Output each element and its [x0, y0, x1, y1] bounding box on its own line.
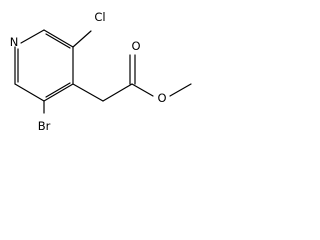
pyridine-ring [14, 29, 74, 102]
bond-c4-ch2 [72, 83, 104, 102]
chemical-structure: N Cl Br O O [10, 10, 192, 133]
atom-label-br: Br [38, 119, 51, 133]
bond-ch2-carbonyl [102, 83, 133, 102]
bond-c2-c3 [14, 83, 45, 102]
atom-label-o-ester: O [157, 91, 166, 105]
bond-carbonyl-o-ester [131, 83, 154, 97]
atom-label-cl: Cl [94, 10, 105, 24]
bond-c3-c4-inner [45, 82, 71, 98]
bond-o-methyl [169, 83, 192, 97]
bond-c5-c6 [43, 29, 74, 48]
bond-c6-n [20, 29, 45, 44]
bond-c5-c6-inner [45, 33, 71, 49]
bond-c5-cl [72, 30, 92, 48]
atom-label-o-carbonyl: O [131, 39, 140, 53]
bond-c3-c4 [43, 83, 74, 102]
atom-label-n: N [10, 35, 19, 49]
